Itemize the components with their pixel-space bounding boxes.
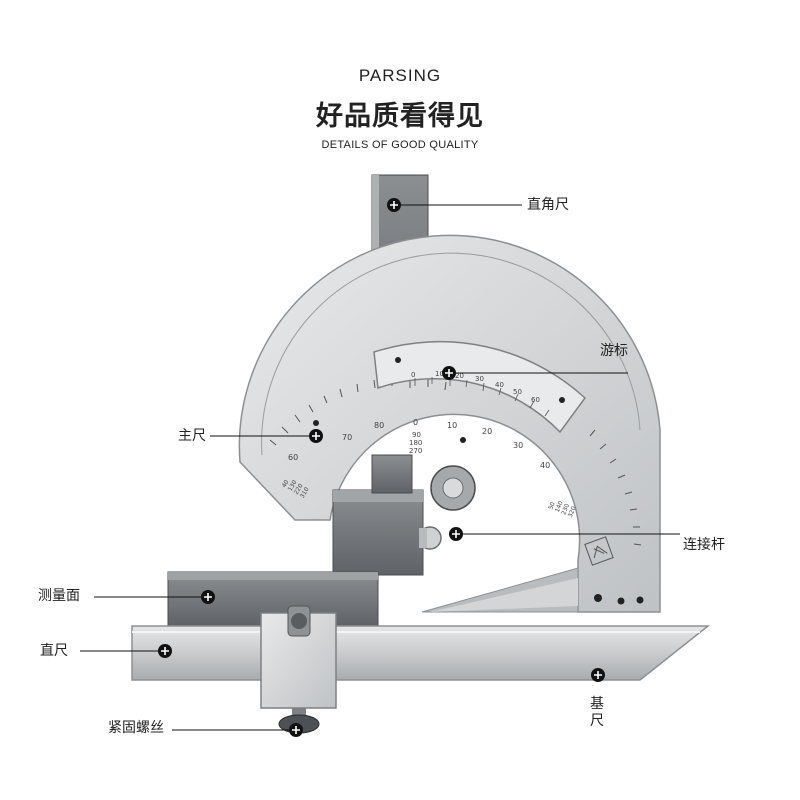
plus-marker-icon xyxy=(309,429,323,443)
main-scale-arc-inner xyxy=(261,252,641,456)
maker-logo xyxy=(584,536,614,566)
connecting-block xyxy=(332,489,424,576)
page-subtitle: DETAILS OF GOOD QUALITY xyxy=(321,139,479,151)
callout-vernier: 游标 xyxy=(600,343,628,359)
vernier-number: 30 xyxy=(475,375,484,383)
main-scale-number: 70 xyxy=(342,433,352,442)
callout-markers xyxy=(158,198,605,737)
angle-stack-number: 40 xyxy=(281,479,291,489)
measuring-face-edge xyxy=(168,572,378,580)
clamp-screw-head xyxy=(291,613,307,629)
main-scale-number: 40 xyxy=(540,461,550,470)
main-scale-number: 270 xyxy=(409,447,422,455)
main-scale-number: 10 xyxy=(447,421,457,430)
main-scale-number: 60 xyxy=(288,453,298,462)
angle-stack-number: 140 xyxy=(554,500,565,513)
main-scale-number: 90 xyxy=(412,431,421,439)
callout-straight-ruler: 直尺 xyxy=(40,643,68,659)
vernier-number: 0 xyxy=(411,371,415,379)
vernier-number: 40 xyxy=(495,381,504,389)
base-screw xyxy=(636,596,644,604)
main-scale-number: 30 xyxy=(513,441,523,450)
angle-stack-number: 130 xyxy=(287,479,299,493)
main-scale-arc xyxy=(238,234,661,613)
knurled-knob-center xyxy=(442,477,464,499)
connecting-post xyxy=(371,454,413,494)
callout-locking-screw: 紧固螺丝 xyxy=(108,720,164,736)
callout-main-scale: 主尺 xyxy=(178,428,206,444)
maker-logo-glyph xyxy=(593,545,608,559)
callout-base-ruler-bottom: 尺 xyxy=(590,713,604,729)
main-scale-number: 180 xyxy=(409,439,422,447)
base-ruler xyxy=(131,625,711,681)
vernier-number: 10 xyxy=(435,370,444,378)
plus-marker-icon xyxy=(442,366,456,380)
angle-stack-number: 220 xyxy=(293,482,305,496)
vernier-number: 60 xyxy=(531,396,540,404)
vernier-number: 50 xyxy=(513,388,522,396)
bevel-plate-face xyxy=(430,578,578,612)
plus-marker-icon xyxy=(289,723,303,737)
callout-connecting-rod: 连接杆 xyxy=(683,537,725,553)
angle-stack-number: 50 xyxy=(547,501,556,511)
plus-marker-icon xyxy=(158,644,172,658)
vernier-screw xyxy=(559,397,565,403)
callout-base-ruler-top: 基 xyxy=(590,696,604,712)
main-scale-number: 0 xyxy=(413,418,418,427)
callout-square: 直角尺 xyxy=(527,197,569,213)
main-scale-number: 20 xyxy=(482,427,492,436)
left-angle-stack: 40 130 220 310 xyxy=(281,479,311,500)
angle-stack-number: 310 xyxy=(299,486,311,500)
plus-marker-icon xyxy=(387,198,401,212)
arc-screw xyxy=(313,420,319,426)
vernier-ticks xyxy=(414,377,550,417)
arc-screw xyxy=(460,437,466,443)
plus-marker-icon xyxy=(449,527,463,541)
header-label: PARSING xyxy=(358,66,442,85)
main-scale-number: 80 xyxy=(374,421,384,430)
plus-marker-icon xyxy=(201,590,215,604)
callout-lines xyxy=(80,204,680,731)
base-screw xyxy=(617,597,625,605)
vernier-number: 20 xyxy=(455,372,464,380)
page-title: 好品质看得见 xyxy=(316,101,484,132)
angle-stack-number: 320 xyxy=(567,505,578,518)
vernier-plate xyxy=(373,340,587,434)
locking-screw-shaft xyxy=(292,708,306,716)
angle-stack-number: 230 xyxy=(560,503,571,516)
vernier-screw xyxy=(395,357,401,363)
callout-measuring-face: 测量面 xyxy=(38,588,80,604)
right-angle-stack: 50 140 230 320 xyxy=(547,500,578,519)
plus-marker-icon xyxy=(591,668,605,682)
connecting-screw-shaft xyxy=(419,528,427,548)
base-screw xyxy=(594,594,602,602)
